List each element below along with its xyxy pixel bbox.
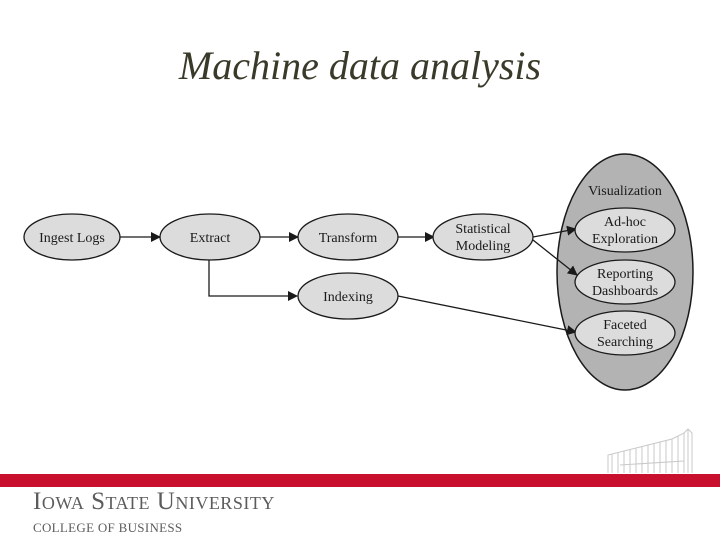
edge-modeling-reporting: [532, 239, 578, 276]
edge-modeling-adhoc: [532, 225, 577, 238]
node-reporting-dashboards: Reporting Dashboards: [574, 259, 676, 305]
university-name: Iowa State University: [33, 488, 275, 515]
college-name: COLLEGE OF BUSINESS: [33, 520, 183, 535]
slide-title: Machine data analysis: [178, 43, 542, 88]
node-extract: Extract: [159, 213, 261, 261]
node-adhoc-exploration: Ad-hoc Exploration: [574, 207, 676, 253]
node-faceted-searching: Faceted Searching: [574, 310, 676, 356]
node-indexing: Indexing: [297, 272, 399, 320]
node-transform: Transform: [297, 213, 399, 261]
node-faceted-label-2: Searching: [597, 335, 653, 350]
node-extract-label: Extract: [190, 231, 231, 246]
node-ingest-logs: Ingest Logs: [23, 213, 121, 261]
node-statistical-modeling-label-2: Modeling: [456, 239, 510, 254]
campanile-graphic: [607, 428, 693, 473]
edge-extract-indexing: [208, 260, 298, 301]
node-ingest-logs-label: Ingest Logs: [39, 231, 105, 246]
node-faceted-label-1: Faceted: [603, 318, 647, 333]
footer-red-band: [0, 474, 720, 487]
visualization-label: Visualization: [588, 184, 662, 199]
node-reporting-label-2: Dashboards: [592, 284, 658, 299]
node-statistical-modeling: Statistical Modeling: [432, 213, 534, 261]
node-indexing-label: Indexing: [323, 290, 373, 305]
node-adhoc-label-1: Ad-hoc: [604, 215, 646, 230]
node-statistical-modeling-label-1: Statistical: [455, 222, 510, 237]
node-transform-label: Transform: [319, 231, 378, 246]
edge-indexing-faceted: [397, 295, 577, 336]
node-adhoc-label-2: Exploration: [592, 232, 658, 247]
node-reporting-label-1: Reporting: [597, 267, 653, 282]
